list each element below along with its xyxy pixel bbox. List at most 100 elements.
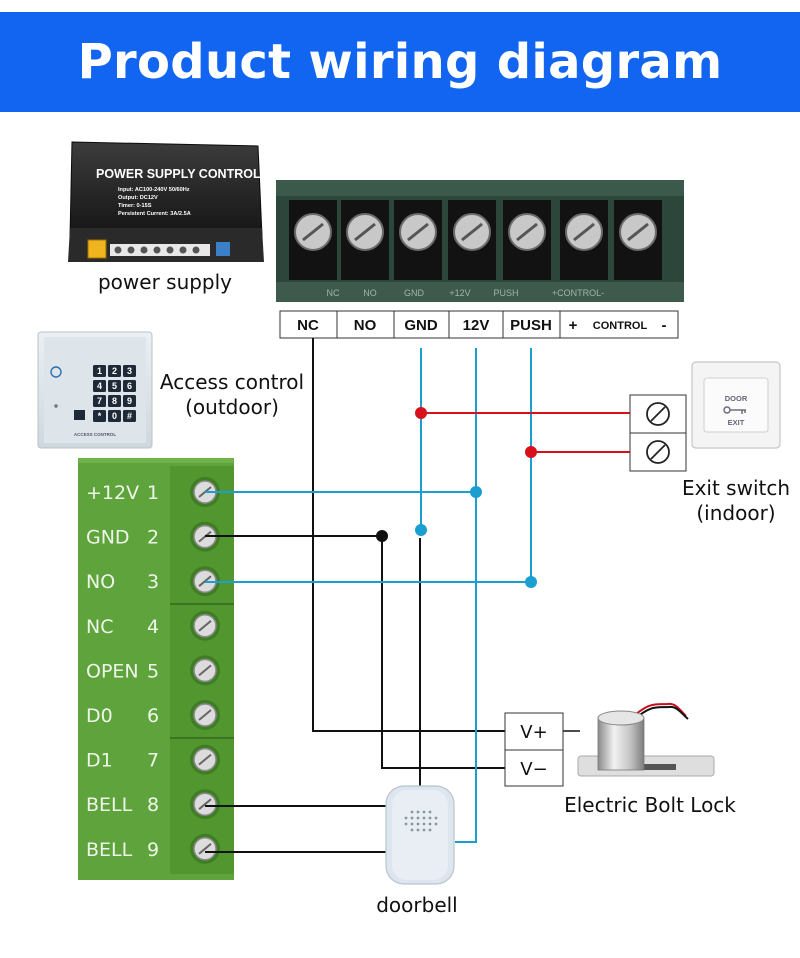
keypad-key <box>93 410 106 422</box>
controller-pin-number: 4 <box>147 616 159 638</box>
speaker-hole <box>422 828 426 832</box>
controller-pin-number: 8 <box>147 794 159 816</box>
speaker-hole <box>416 810 420 814</box>
controller-pin-number: 5 <box>147 660 159 682</box>
access-control-label: Access control (outdoor) <box>158 370 306 420</box>
electric-bolt-lock-label: Electric Bolt Lock <box>564 793 736 817</box>
keypad-key <box>93 395 106 407</box>
exit-button-plate: DOOR EXIT <box>691 361 781 449</box>
wire-gnd-to-vminus <box>205 535 505 769</box>
screw-slot <box>198 843 212 855</box>
keypad-caption: ACCESS CONTROL <box>74 432 117 437</box>
keypad-key-label: 8 <box>112 396 117 406</box>
speaker-hole <box>410 810 414 814</box>
speaker-hole <box>410 816 414 820</box>
speaker-hole <box>404 816 408 820</box>
speaker-hole <box>428 810 432 814</box>
screw-slot <box>461 222 483 242</box>
access-control-label-line1: Access control <box>159 370 305 394</box>
terminal-label-table: NC NO GND 12V PUSH + CONTROL - <box>279 310 679 339</box>
keypad-key <box>123 395 136 407</box>
terminal-label-push: PUSH <box>510 317 552 334</box>
speaker-hole <box>434 816 438 820</box>
terminal-label-12v: 12V <box>463 317 490 334</box>
terminal-label-plus: + <box>569 317 578 334</box>
keypad-key <box>108 395 121 407</box>
screw-slot <box>302 222 324 242</box>
keypad-key <box>123 410 136 422</box>
keypad-key-label: 3 <box>127 366 132 376</box>
speaker-hole <box>410 828 414 832</box>
terminal-label-gnd: GND <box>404 317 438 334</box>
psu-spec-line: Input: AC100-240V 50/60Hz <box>118 187 190 193</box>
speaker-hole <box>428 822 432 826</box>
screw-slot <box>407 222 429 242</box>
keypad-key-label: 2 <box>112 366 117 376</box>
keypad-key <box>108 380 121 392</box>
controller-pin-number: 2 <box>147 527 159 549</box>
keypad-key-label: 9 <box>127 396 132 406</box>
terminal-label-control: CONTROL <box>593 320 648 332</box>
wire-nc-to-vplus <box>312 338 505 732</box>
screw-slot <box>198 798 212 810</box>
controller-pin-number: 1 <box>147 482 159 504</box>
controller-pin-number: 9 <box>147 839 159 861</box>
exit-plate-door-text: DOOR <box>725 394 748 403</box>
junction-dots <box>376 407 537 588</box>
speaker-hole <box>428 816 432 820</box>
keypad-key <box>123 365 136 377</box>
key-icon <box>723 406 746 414</box>
terminal-label-nc: NC <box>297 317 319 334</box>
exit-switch-label: Exit switch (indoor) <box>676 476 796 526</box>
psu-spec-line: Persistent Current: 3A/2.5A <box>118 211 191 217</box>
exit-plate-exit-text: EXIT <box>728 418 745 427</box>
keypad-key <box>108 410 121 422</box>
speaker-hole <box>422 810 426 814</box>
lock-terminals: V+ V− <box>504 712 564 787</box>
screw-slot <box>198 753 212 766</box>
power-supply-label: power supply <box>97 270 233 294</box>
electric-bolt-lock <box>577 702 715 777</box>
doorbell-label: doorbell <box>376 893 458 917</box>
screw-slot <box>198 620 212 632</box>
terminal-print-label: +12V <box>449 288 470 298</box>
controller-pin-number: 3 <box>147 571 159 593</box>
psu-box-title: POWER SUPPLY CONTROL <box>96 167 261 181</box>
keypad-key-label: * <box>98 411 102 421</box>
terminal-print-label: NO <box>363 288 377 298</box>
keypad-key-label: 6 <box>127 381 132 391</box>
screw-slot <box>198 664 212 677</box>
terminal-label-minus: - <box>662 317 667 334</box>
psu-spec-line: Timer: 0-15S <box>118 203 152 209</box>
lock-terminal-vminus: V− <box>520 759 547 780</box>
speaker-hole <box>416 822 420 826</box>
controller-pin-name: D0 <box>86 705 113 727</box>
controller-pin-name: BELL <box>86 839 133 861</box>
power-supply-unit: POWER SUPPLY CONTROL Input: AC100-240V 5… <box>68 141 264 262</box>
keypad-key <box>93 380 106 392</box>
page-title: Product wiring diagram <box>77 34 723 90</box>
exit-switch-label-line1: Exit switch <box>681 476 791 500</box>
speaker-hole <box>404 822 408 826</box>
title-banner: Product wiring diagram <box>0 12 800 112</box>
access-control-label-line2: (outdoor) <box>185 395 279 419</box>
speaker-hole <box>422 816 426 820</box>
screw-slot <box>354 222 376 242</box>
exit-switch-terminals <box>629 394 687 472</box>
exit-switch-label-line2: (indoor) <box>696 501 776 525</box>
speaker-hole <box>416 828 420 832</box>
speaker-hole <box>428 828 432 832</box>
keypad-key <box>93 365 106 377</box>
bell-key-icon <box>74 410 85 420</box>
terminal-label-no: NO <box>354 317 377 334</box>
speaker-hole <box>422 822 426 826</box>
wires <box>205 338 630 853</box>
controller-pin-name: NO <box>86 571 115 593</box>
controller-pin-number: 7 <box>147 750 159 772</box>
speaker-hole <box>410 822 414 826</box>
terminal-print-label: NC <box>327 288 340 298</box>
